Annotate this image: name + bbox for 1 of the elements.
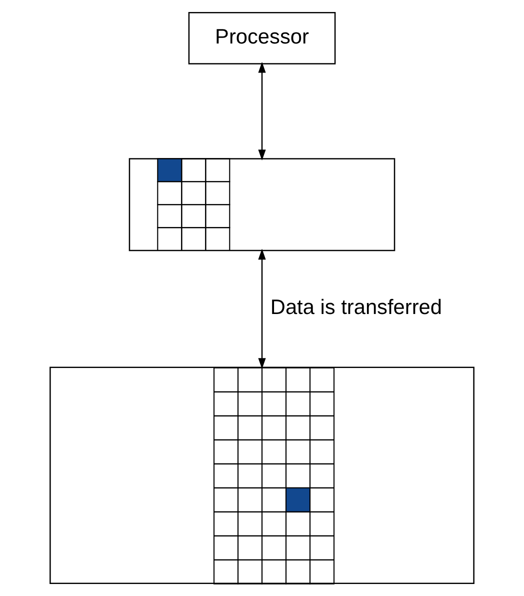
edge-label: Data is transferred xyxy=(270,296,442,320)
